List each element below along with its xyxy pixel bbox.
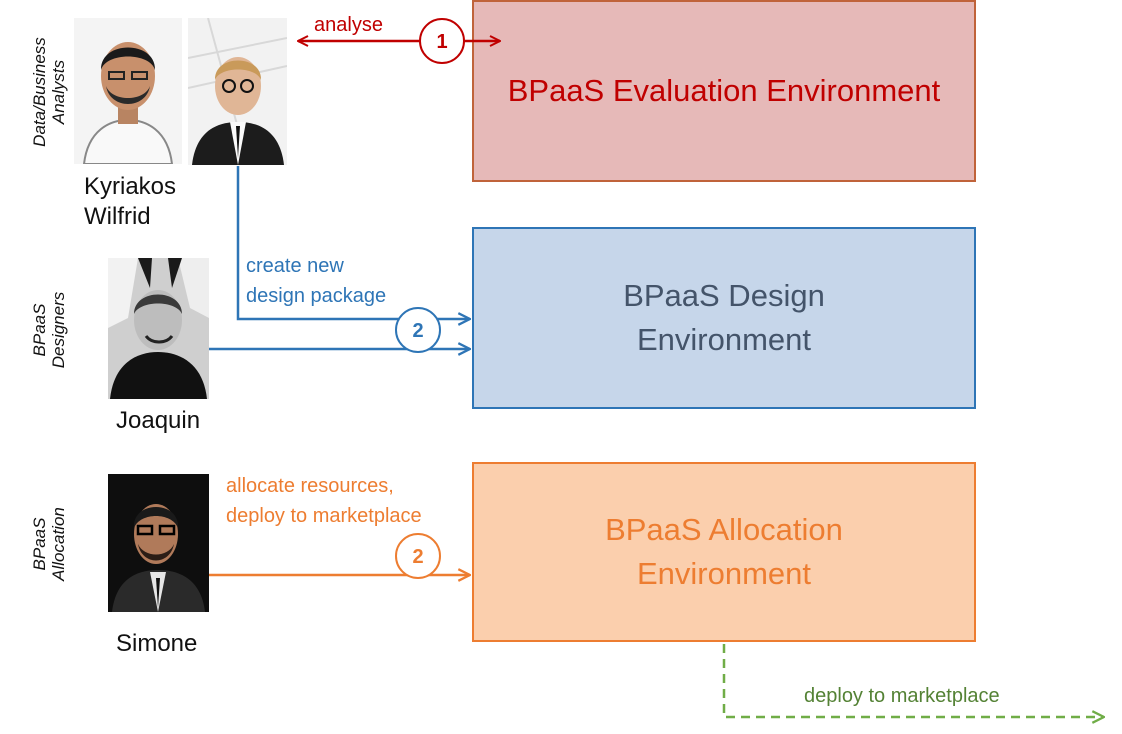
env-title-line: Environment	[636, 322, 812, 357]
person-avatar-icon	[74, 18, 182, 164]
name-joaquin: Joaquin	[116, 407, 201, 434]
role-line: Data/Business	[30, 37, 49, 147]
photo-wilfrid	[188, 18, 287, 165]
env-title-line: BPaaS Design	[623, 278, 825, 313]
label-line: allocate resources,	[226, 475, 394, 497]
label-line: design package	[246, 285, 387, 307]
design-environment-box[interactable]: BPaaS Design Environment	[472, 227, 976, 409]
step-1-badge	[419, 18, 465, 64]
person-avatar-icon	[188, 18, 287, 165]
label-line: deploy to marketplace	[226, 505, 422, 527]
role-label-allocation: BPaaS Allocation	[30, 494, 70, 594]
role-label-designers: BPaaS Designers	[30, 280, 70, 380]
create-package-label: create new design package	[246, 251, 386, 311]
person-avatar-icon	[108, 474, 209, 612]
photo-kyriakos	[74, 18, 182, 164]
step-2-allocate-badge	[395, 533, 441, 579]
person-avatar-icon	[108, 258, 209, 399]
label-line: create new	[246, 255, 344, 277]
name-kyriakos: Kyriakos	[84, 173, 177, 200]
env-title-line: BPaaS Evaluation Environment	[507, 73, 941, 108]
env-title-line: BPaaS Allocation	[605, 512, 843, 547]
step-2-design-number: 2	[412, 320, 423, 342]
photo-simone	[108, 474, 209, 612]
role-line: BPaaS	[30, 303, 49, 357]
role-line: Allocation	[49, 507, 68, 581]
step-2-allocate-number: 2	[412, 546, 423, 568]
photo-joaquin	[108, 258, 209, 399]
allocate-label: allocate resources, deploy to marketplac…	[226, 471, 422, 531]
step-1-number: 1	[436, 31, 447, 53]
role-label-analysts: Data/Business Analysts	[30, 32, 70, 152]
step-2-design-badge	[395, 307, 441, 353]
analyse-label: analyse	[314, 14, 383, 36]
analyst-names: Kyriakos Wilfrid	[84, 172, 176, 232]
env-title-line: Environment	[636, 556, 812, 591]
role-line: Designers	[49, 291, 68, 369]
deploy-label: deploy to marketplace	[804, 685, 1000, 707]
name-wilfrid: Wilfrid	[84, 203, 151, 230]
role-line: Analysts	[49, 59, 68, 125]
role-line: BPaaS	[30, 517, 49, 571]
name-simone: Simone	[116, 630, 198, 657]
allocation-environment-box[interactable]: BPaaS Allocation Environment	[472, 462, 976, 642]
evaluation-environment-box[interactable]: BPaaS Evaluation Environment	[472, 0, 976, 182]
